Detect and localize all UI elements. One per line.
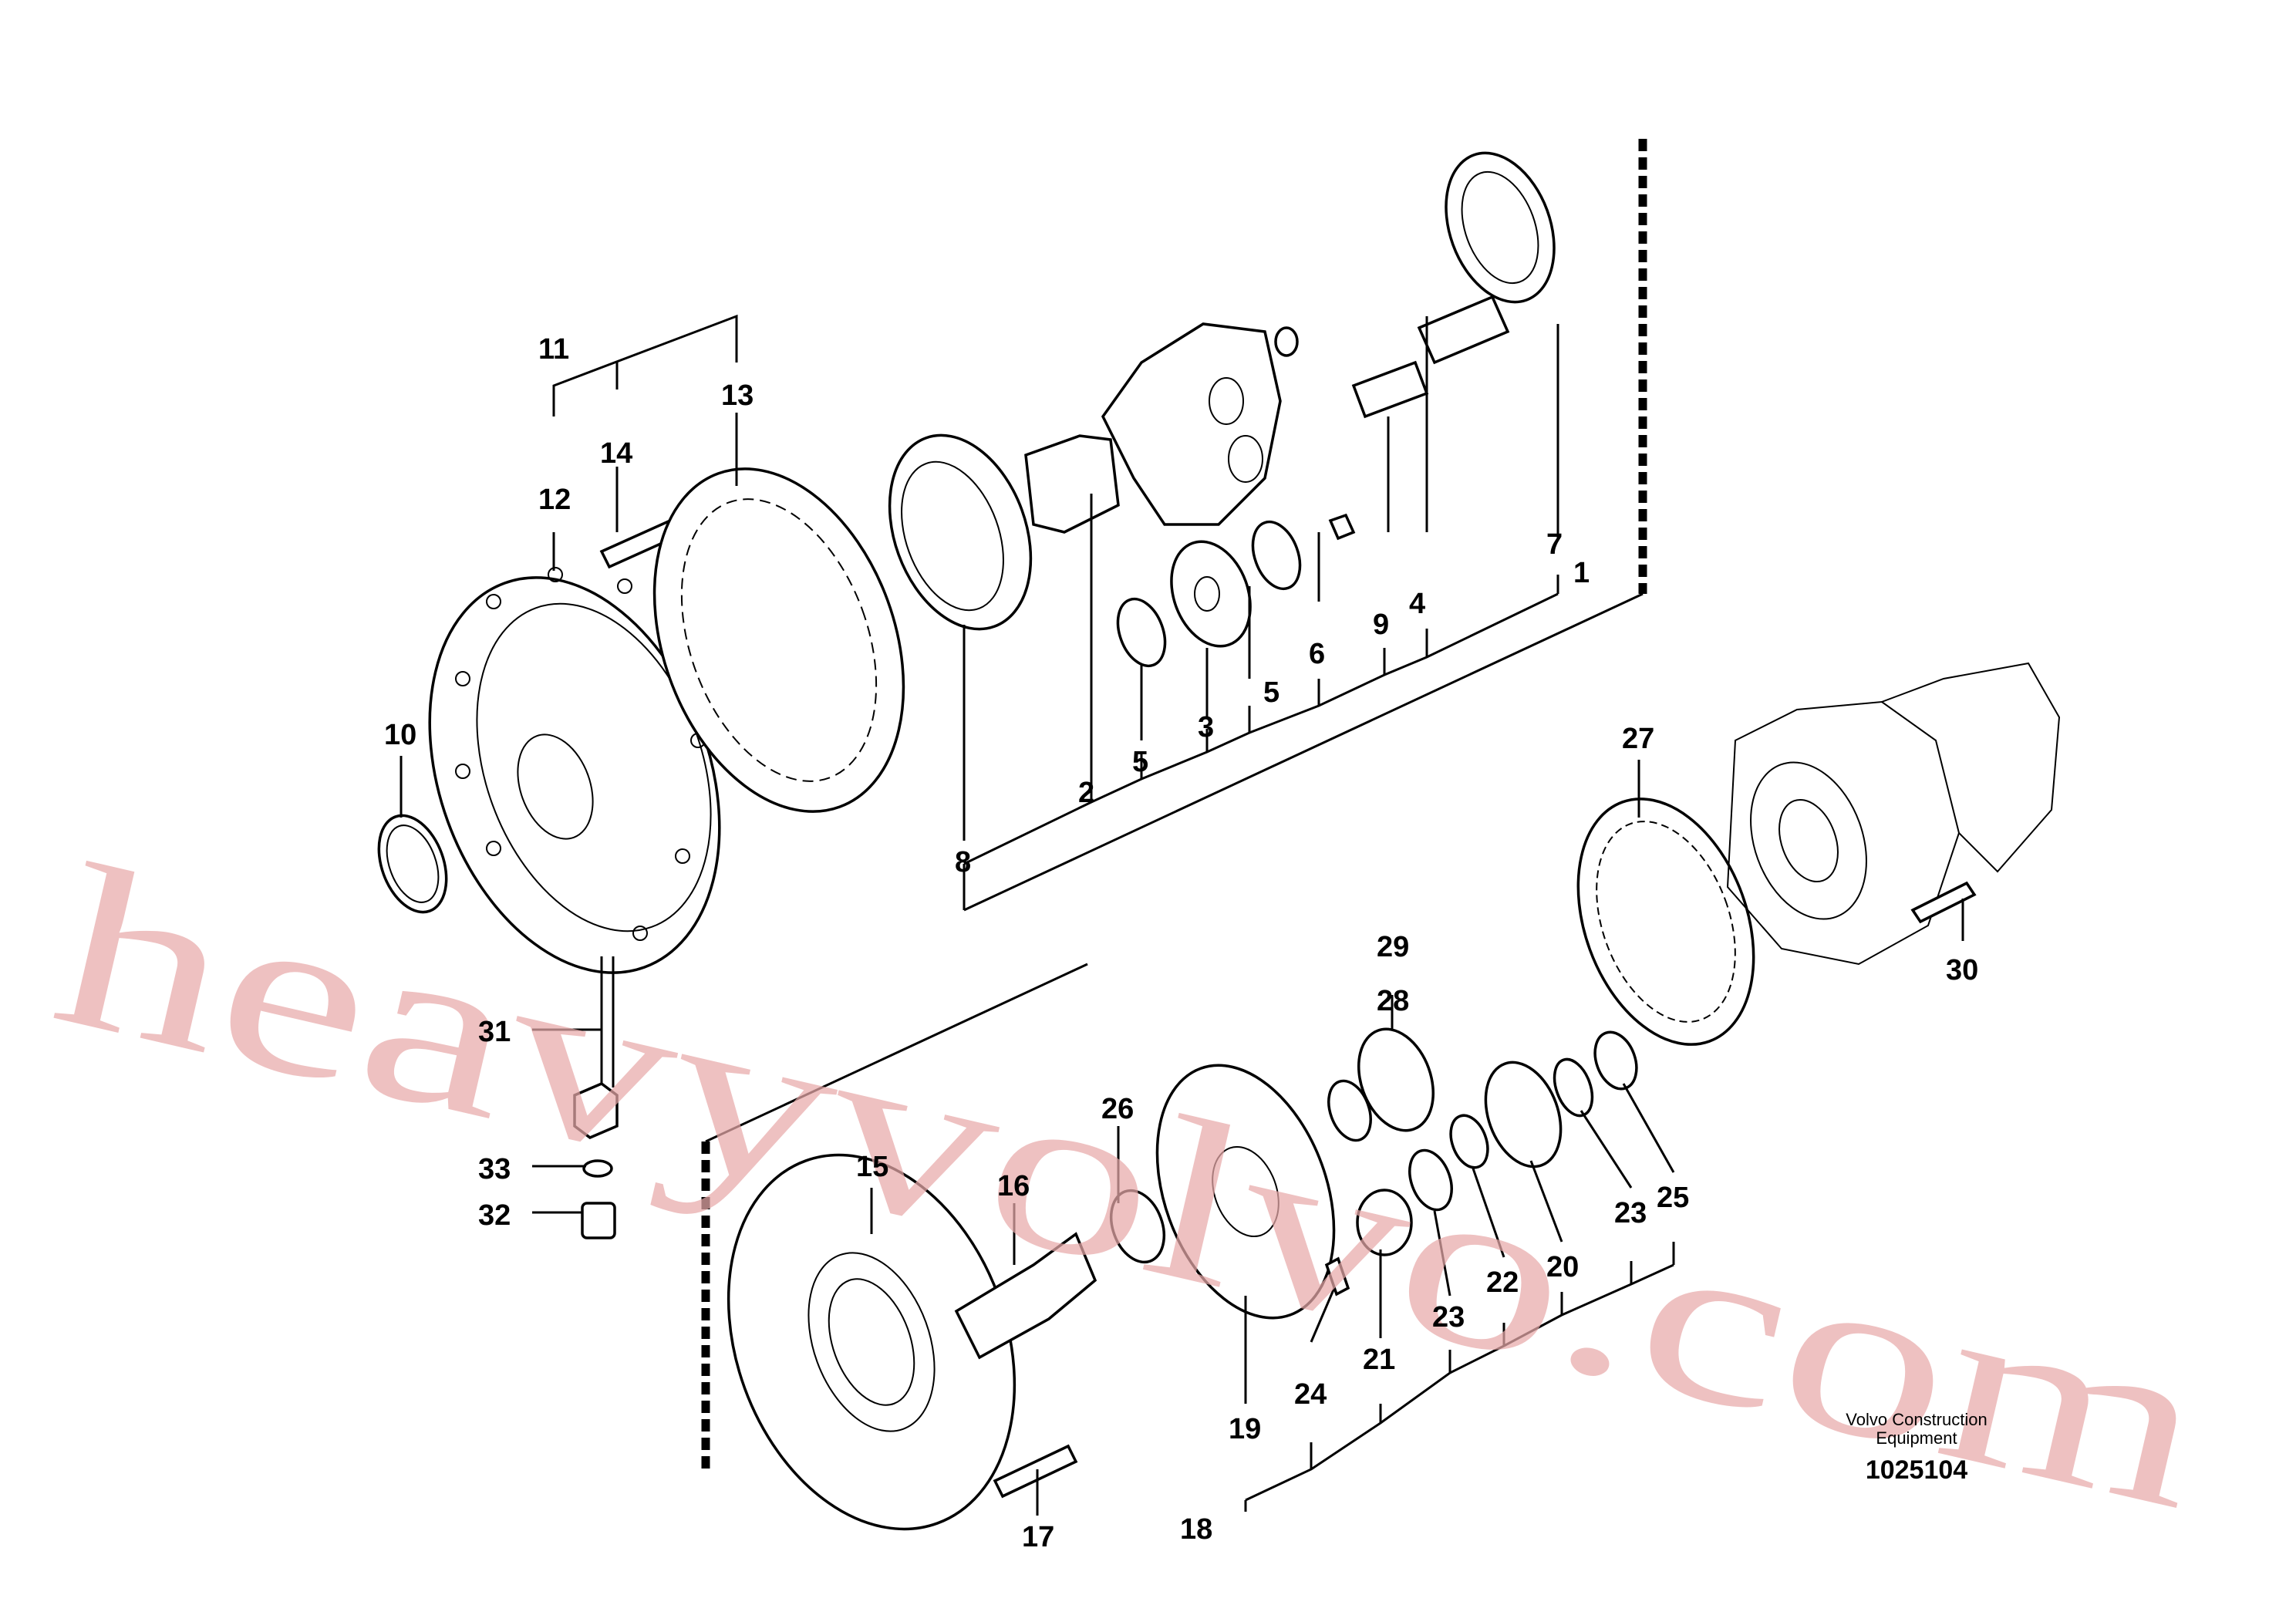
callout-5b[interactable]: 5 <box>1263 676 1279 709</box>
assembly-frame <box>552 139 1675 1512</box>
callout-26[interactable]: 26 <box>1101 1093 1134 1125</box>
callout-5a[interactable]: 5 <box>1132 746 1148 778</box>
callout-32[interactable]: 32 <box>478 1199 511 1232</box>
callout-18[interactable]: 18 <box>1180 1513 1212 1546</box>
callout-17[interactable]: 17 <box>1022 1521 1054 1553</box>
callout-25[interactable]: 25 <box>1657 1182 1689 1214</box>
callout-1[interactable]: 1 <box>1573 557 1590 589</box>
callout-16[interactable]: 16 <box>997 1170 1030 1202</box>
leader-lines <box>400 316 1964 1516</box>
callout-33[interactable]: 33 <box>478 1153 511 1185</box>
callout-29[interactable]: 29 <box>1377 931 1409 963</box>
callout-10[interactable]: 10 <box>384 719 416 751</box>
part-17-bolt[interactable] <box>993 1444 1078 1499</box>
part-15-housing[interactable] <box>679 1114 1064 1570</box>
callout-30[interactable]: 30 <box>1946 954 1978 986</box>
callout-21[interactable]: 21 <box>1363 1344 1395 1376</box>
part-16-sun-shaft[interactable] <box>954 1232 1097 1360</box>
part-19-carrier-plate[interactable] <box>1124 1040 1367 1342</box>
part-27-ring-gear[interactable] <box>1546 774 1785 1069</box>
callout-15[interactable]: 15 <box>856 1151 888 1183</box>
callout-7[interactable]: 7 <box>1546 528 1563 561</box>
part-7-bearing[interactable] <box>1427 138 1574 317</box>
motor-housing <box>1726 662 2061 966</box>
part-10-o-ring[interactable] <box>366 806 459 922</box>
credit-block: Volvo Construction Equipment 1025104 <box>1846 1410 1987 1485</box>
callout-24[interactable]: 24 <box>1294 1378 1327 1411</box>
part-30-bolt[interactable] <box>1910 881 1977 924</box>
part-32-plug[interactable] <box>581 1202 616 1239</box>
part-9-plug[interactable] <box>1274 326 1299 357</box>
callout-14[interactable]: 14 <box>600 437 632 470</box>
part-13-ring-gear[interactable] <box>609 434 948 847</box>
callout-28[interactable]: 28 <box>1377 985 1409 1017</box>
callout-23a[interactable]: 23 <box>1432 1301 1465 1334</box>
part-26-snap-ring[interactable] <box>1102 1183 1174 1270</box>
part-3-planet-gear[interactable] <box>1158 531 1264 657</box>
part-4-pin-shaft[interactable] <box>1351 295 1510 419</box>
callout-22[interactable]: 22 <box>1486 1266 1519 1299</box>
part-21-pin-shaft[interactable] <box>1356 1189 1413 1256</box>
callout-6[interactable]: 6 <box>1309 638 1325 670</box>
callout-31[interactable]: 31 <box>478 1016 511 1048</box>
part-8-bearing[interactable] <box>865 416 1057 649</box>
callout-19[interactable]: 19 <box>1229 1413 1261 1445</box>
callout-2[interactable]: 2 <box>1078 777 1094 809</box>
part-25-snap-ring[interactable] <box>1588 1027 1644 1095</box>
part-33-washer[interactable] <box>582 1159 613 1178</box>
diagram-code: 1025104 <box>1866 1455 1967 1485</box>
callout-4[interactable]: 4 <box>1409 588 1425 620</box>
credit-line-1: Volvo Construction <box>1846 1410 1987 1429</box>
callout-11[interactable]: 11 <box>538 333 569 366</box>
part-31-tube[interactable] <box>573 956 619 1140</box>
callout-12[interactable]: 12 <box>538 484 571 516</box>
part-5-thrust-washer-b[interactable] <box>1244 515 1308 595</box>
part-20-planet-gear[interactable] <box>1472 1052 1574 1177</box>
part-22-needle-bearing[interactable] <box>1444 1111 1494 1173</box>
part-23-washer-a[interactable] <box>1402 1145 1459 1216</box>
callout-8[interactable]: 8 <box>955 846 971 878</box>
part-24-pin[interactable] <box>1324 1256 1350 1297</box>
callout-23b[interactable]: 23 <box>1614 1197 1647 1229</box>
callout-9[interactable]: 9 <box>1373 609 1389 641</box>
callout-13[interactable]: 13 <box>721 379 754 412</box>
callout-27[interactable]: 27 <box>1622 723 1654 755</box>
callout-20[interactable]: 20 <box>1546 1251 1579 1283</box>
callouts: 1 2 3 4 5 5 6 7 8 9 10 11 12 13 14 15 16… <box>384 333 1978 1553</box>
part-29-planet-gear[interactable] <box>1345 1019 1446 1141</box>
callout-3[interactable]: 3 <box>1198 711 1214 744</box>
credit-line-2: Equipment <box>1876 1428 1957 1448</box>
part-2-planet-carrier[interactable] <box>1024 322 1282 534</box>
part-5-thrust-washer-a[interactable] <box>1109 592 1173 673</box>
part-6-spring-pin[interactable] <box>1328 513 1356 541</box>
